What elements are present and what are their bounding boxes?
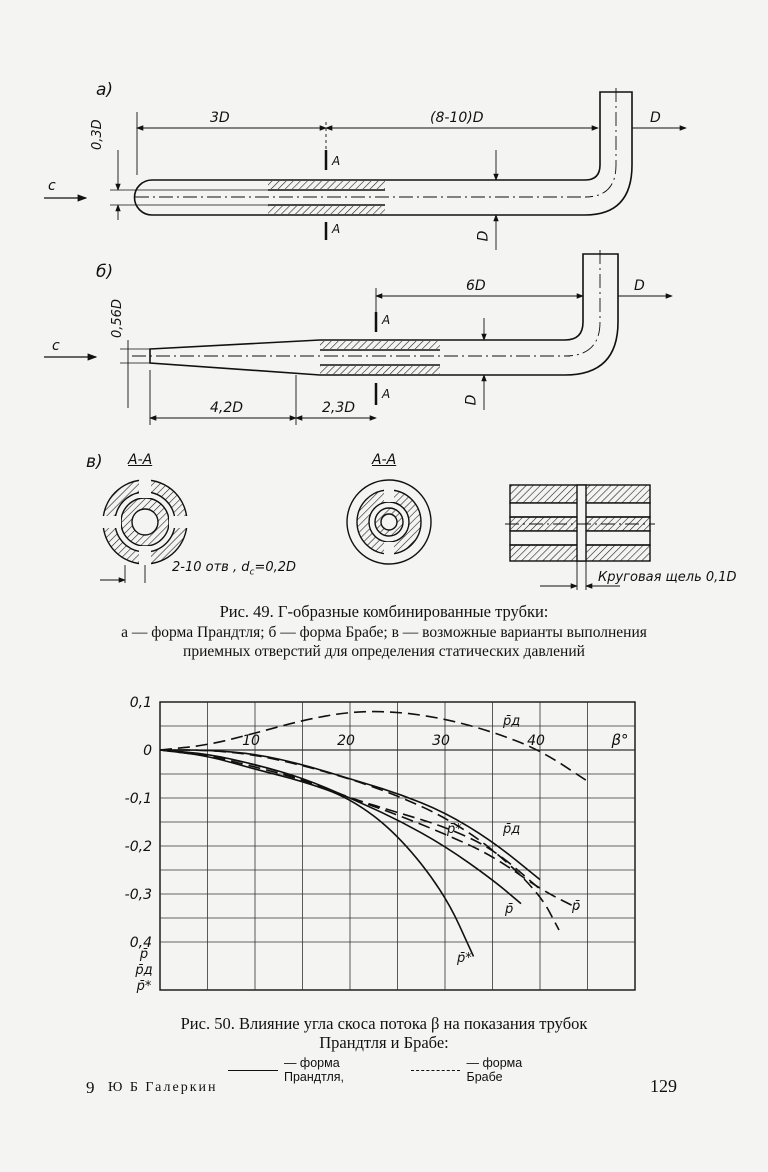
series-line-0	[159, 710, 588, 782]
legend-solid-label: — форма Прандтля,	[283, 1056, 345, 1084]
x-tick-label: 40	[527, 733, 545, 749]
fig49-caption-line2: приемных отверстий для определения стати…	[183, 643, 585, 660]
y-axis-label-line: p̄*	[136, 979, 152, 994]
page-number: 129	[650, 1076, 677, 1096]
x-tick-label: 10	[242, 733, 260, 749]
chart-curve-labels: p̄д p̄* p̄д p̄ p̄ p̄*	[446, 714, 580, 966]
panel-a-tube	[44, 88, 687, 250]
y-tick-label: -0,1	[125, 791, 152, 807]
signature-number: 9	[86, 1078, 95, 1097]
section-title-middle: A-A	[372, 452, 397, 468]
x-tick-label: 20	[337, 733, 355, 749]
dim-3D: 3D	[210, 110, 230, 126]
y-tick-label: 0	[143, 743, 152, 759]
legend-dash-label: — форма Брабе	[466, 1056, 523, 1084]
fig49-caption-line1: а — форма Прандтля; б — форма Брабе; в —…	[121, 624, 647, 641]
series-line-3	[159, 749, 522, 905]
panel-b-label: б)	[96, 262, 114, 282]
fig50-caption-line1: Рис. 50. Влияние угла скоса потока β на …	[180, 1014, 588, 1033]
dim-D-b-top: D	[634, 278, 645, 294]
legend-dash-swatch	[410, 1069, 461, 1071]
panel-a-label: a)	[96, 80, 114, 100]
holes-label: 2-10 отв , dc=0,2D	[172, 560, 296, 578]
signature-name: Ю Б Галеркин	[108, 1080, 218, 1095]
section-left	[100, 478, 189, 583]
curve-label-pstar-low: p̄*	[456, 951, 472, 966]
y-tick-label: -0,3	[125, 887, 152, 903]
dim-6D: 6D	[466, 278, 486, 294]
curve-label-pd-mid: p̄д	[502, 822, 520, 837]
section-mark-a-bottom: A	[332, 222, 341, 236]
section-middle	[346, 479, 432, 565]
slot-view	[505, 484, 655, 590]
chart-grid	[159, 701, 636, 991]
holes-label-sub: c	[249, 567, 255, 578]
section-title-left: A-A	[128, 452, 153, 468]
series-line-6	[159, 749, 541, 890]
y-tick-label: 0,1	[130, 695, 152, 711]
y-tick-label: -0,2	[125, 839, 152, 855]
dim-D-a-top: D	[650, 110, 661, 126]
x-tick-label: 30	[432, 733, 450, 749]
series-line-2	[160, 749, 560, 931]
section-mark-a-top: A	[332, 154, 341, 168]
curve-label-p-right: p̄	[571, 899, 580, 914]
fig49-caption-title: Рис. 49. Г-образные комбинированные труб…	[219, 602, 549, 621]
series-line-5	[159, 749, 475, 957]
chart-series	[159, 710, 588, 957]
dim-23D: 2,3D	[322, 400, 356, 416]
fig50-caption-line2: Прандтля и Брабе:	[319, 1033, 449, 1052]
y-tick-label: 0,4	[130, 935, 152, 951]
holes-label-value: =0,2D	[254, 560, 297, 575]
curve-label-p-mid: p̄	[504, 902, 513, 917]
flow-label-a: c	[48, 178, 56, 194]
y-axis-label-line: p̄д	[134, 963, 152, 978]
holes-label-text: 2-10 отв , d	[172, 560, 250, 575]
slot-label: Круговая щель 0,1D	[598, 570, 737, 585]
dim-8-10D: (8-10)D	[430, 110, 484, 126]
x-axis-label: β°	[610, 731, 628, 749]
fig49-drawing	[44, 88, 687, 590]
dim-42D: 4,2D	[210, 400, 244, 416]
fig50-legend: — форма Прандтля, — форма Брабе	[228, 1056, 558, 1084]
section-mark-b-bottom: A	[382, 387, 391, 401]
legend-solid-swatch	[228, 1069, 278, 1071]
curve-label-pstar-dash: p̄*	[446, 822, 462, 837]
panel-b-tube	[44, 250, 673, 425]
y-axis-label-line: p̄	[139, 947, 148, 962]
flow-label-b: c	[52, 338, 60, 354]
section-mark-b-top: A	[382, 313, 391, 327]
panel-c-label: в)	[86, 452, 103, 472]
curve-label-pd-top: p̄д	[502, 714, 520, 729]
